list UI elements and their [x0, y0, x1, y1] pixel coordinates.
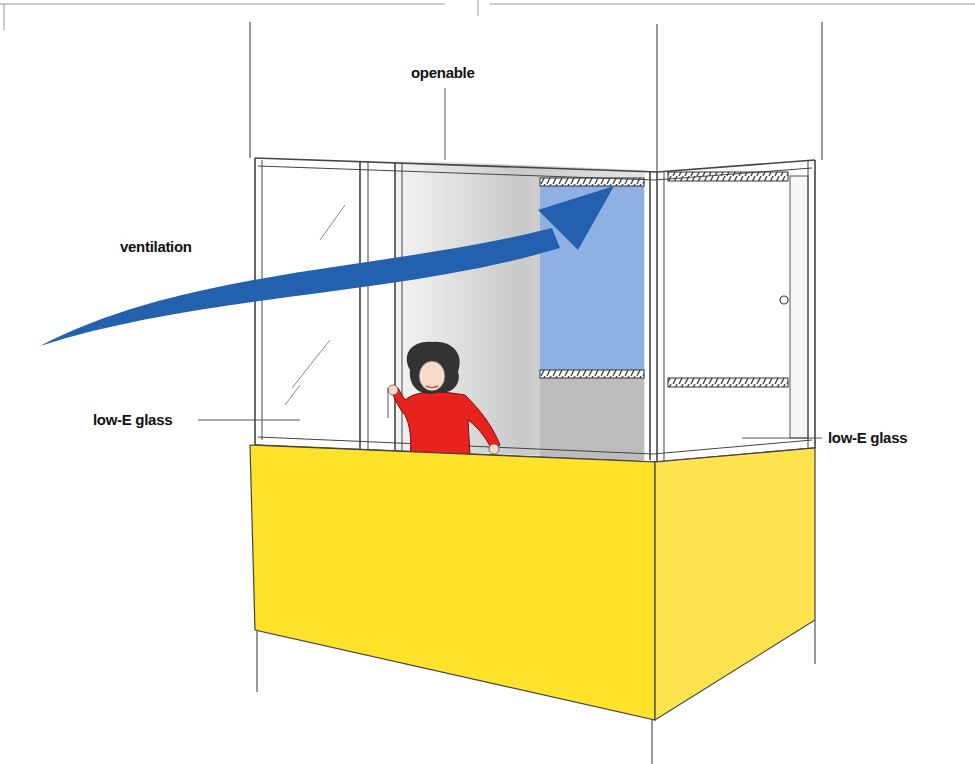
glass-frame — [255, 158, 815, 462]
door-handle — [780, 296, 788, 304]
ventilation-arrow — [40, 186, 614, 346]
lower-panel — [540, 378, 644, 460]
glass-glint — [285, 205, 345, 405]
parapet-side — [655, 448, 815, 720]
vent-grille — [668, 378, 788, 387]
parapet-front — [250, 445, 655, 720]
part-label: ventilation — [120, 238, 192, 256]
support-lines — [257, 620, 815, 764]
part-label: low-E glass — [828, 429, 907, 447]
column-lines — [250, 22, 822, 172]
part-label: low-E glass — [93, 411, 172, 429]
frame-lines — [0, 0, 975, 30]
vent-grille — [668, 172, 788, 181]
person-figure — [388, 342, 500, 455]
part-label: openable — [411, 64, 474, 82]
vent-grille — [540, 370, 644, 378]
side-door — [790, 176, 808, 438]
leader-line — [198, 88, 822, 438]
